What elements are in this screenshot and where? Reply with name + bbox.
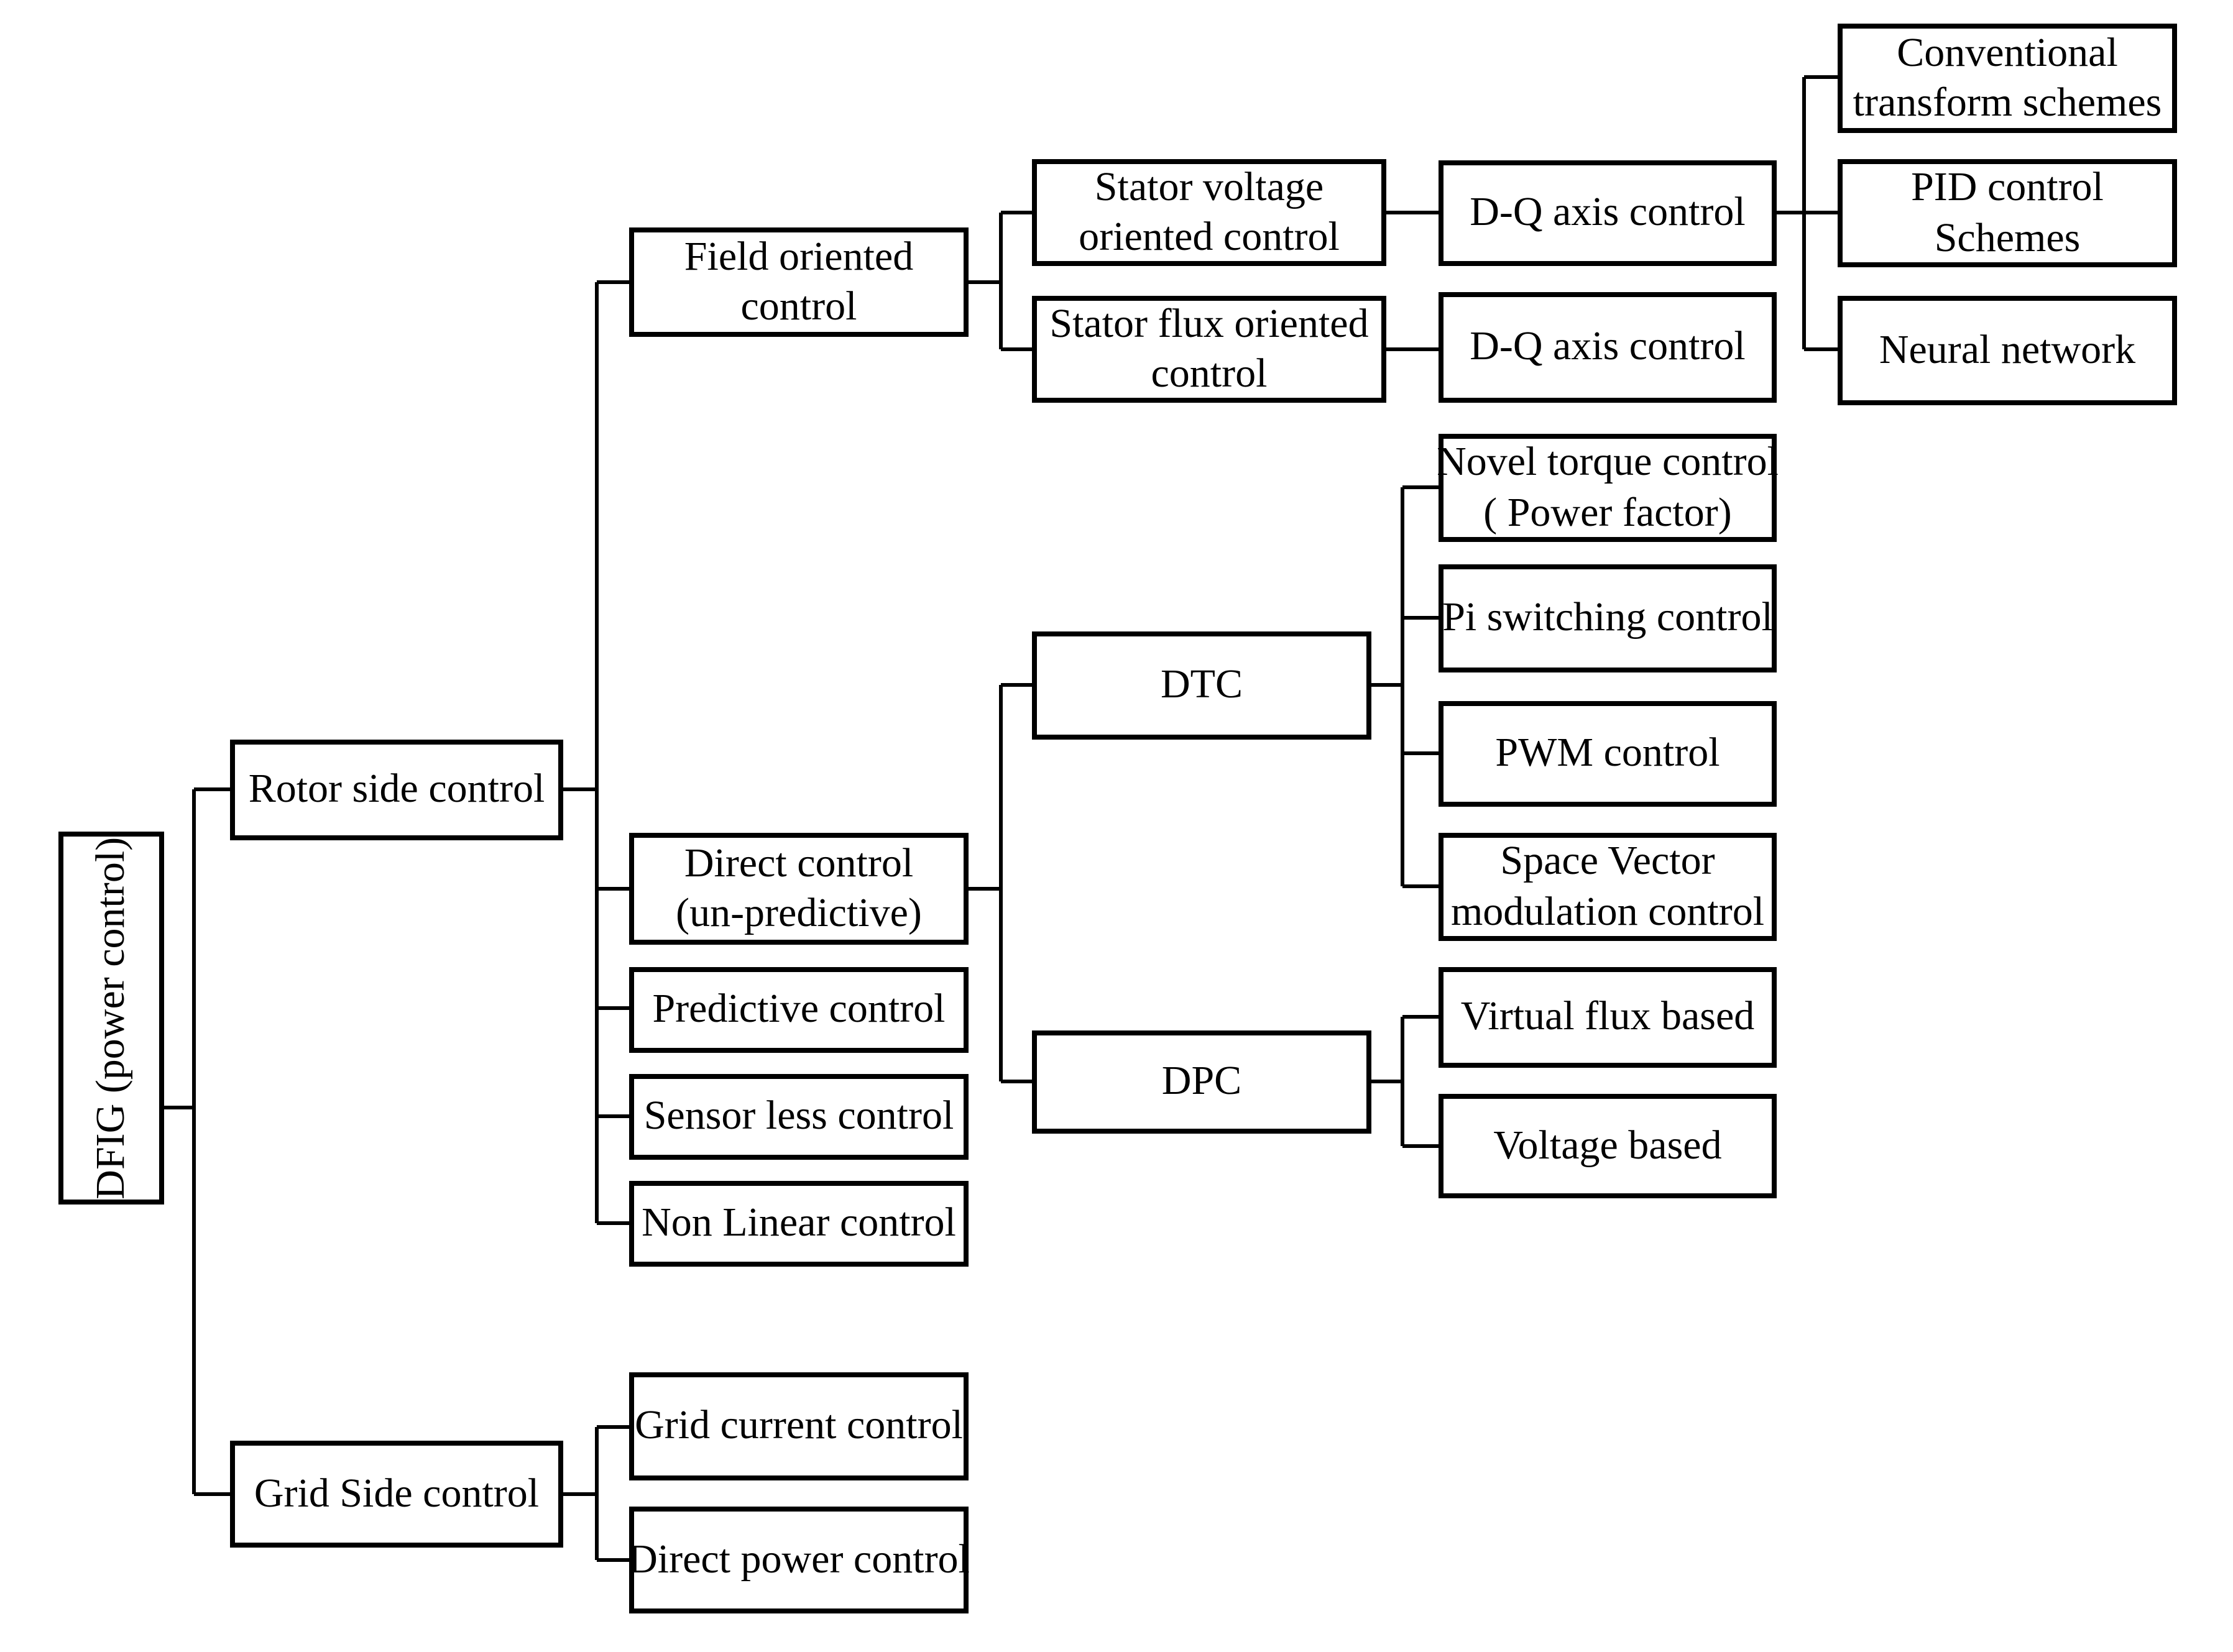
node-direct-control-unpredictive: Direct control (un-predictive) (629, 833, 969, 945)
node-sensor-less-control: Sensor less control (629, 1074, 969, 1160)
node-stator-voltage-oriented-control: Stator voltage oriented control (1032, 159, 1386, 266)
connector-field-to-children (969, 211, 1032, 351)
dfig-label: DFIG (power control) (88, 837, 134, 1200)
node-non-linear-control: Non Linear control (629, 1181, 969, 1267)
connector-dpc-to-children (1371, 1015, 1439, 1148)
node-pid-control-schemes: PID control Schemes (1838, 159, 2177, 267)
node-rotor-side-control: Rotor side control (230, 740, 563, 840)
connector-dq-to-schemes (1777, 75, 1838, 351)
connector-stator-to-dq (1386, 211, 1439, 351)
node-virtual-flux-based: Virtual flux based (1439, 967, 1777, 1068)
node-space-vector-modulation-control: Space Vector modulation control (1439, 833, 1777, 941)
node-neural-network: Neural network (1838, 296, 2177, 405)
node-grid-side-control: Grid Side control (230, 1441, 563, 1548)
node-dq-axis-control-2: D-Q axis control (1439, 292, 1777, 403)
connector-rotor-to-children (563, 280, 629, 1225)
connector-direct-to-children (969, 683, 1032, 1083)
node-direct-power-control: Direct power control (628, 1507, 970, 1613)
node-field-oriented-control: Field oriented control (629, 227, 969, 337)
node-conventional-transform-schemes: Conventional transform schemes (1838, 24, 2177, 133)
node-dtc: DTC (1032, 631, 1371, 740)
node-grid-current-control: Grid current control (629, 1372, 969, 1480)
node-dfig-power-control: DFIG (power control) (58, 832, 164, 1205)
node-predictive-control: Predictive control (629, 967, 969, 1053)
node-novel-torque-control: Novel torque control ( Power factor) (1437, 434, 1779, 542)
node-dpc: DPC (1032, 1030, 1371, 1134)
node-dq-axis-control-1: D-Q axis control (1439, 160, 1777, 266)
connector-dtc-to-children (1371, 485, 1439, 888)
node-stator-flux-oriented-control: Stator flux oriented control (1032, 296, 1386, 403)
node-pi-switching-control: Pi switching control (1439, 564, 1777, 672)
node-pwm-control: PWM control (1439, 701, 1777, 807)
connector-grid-to-children (563, 1425, 629, 1562)
node-voltage-based: Voltage based (1439, 1094, 1777, 1198)
connector-dfig-to-sides (164, 787, 230, 1496)
